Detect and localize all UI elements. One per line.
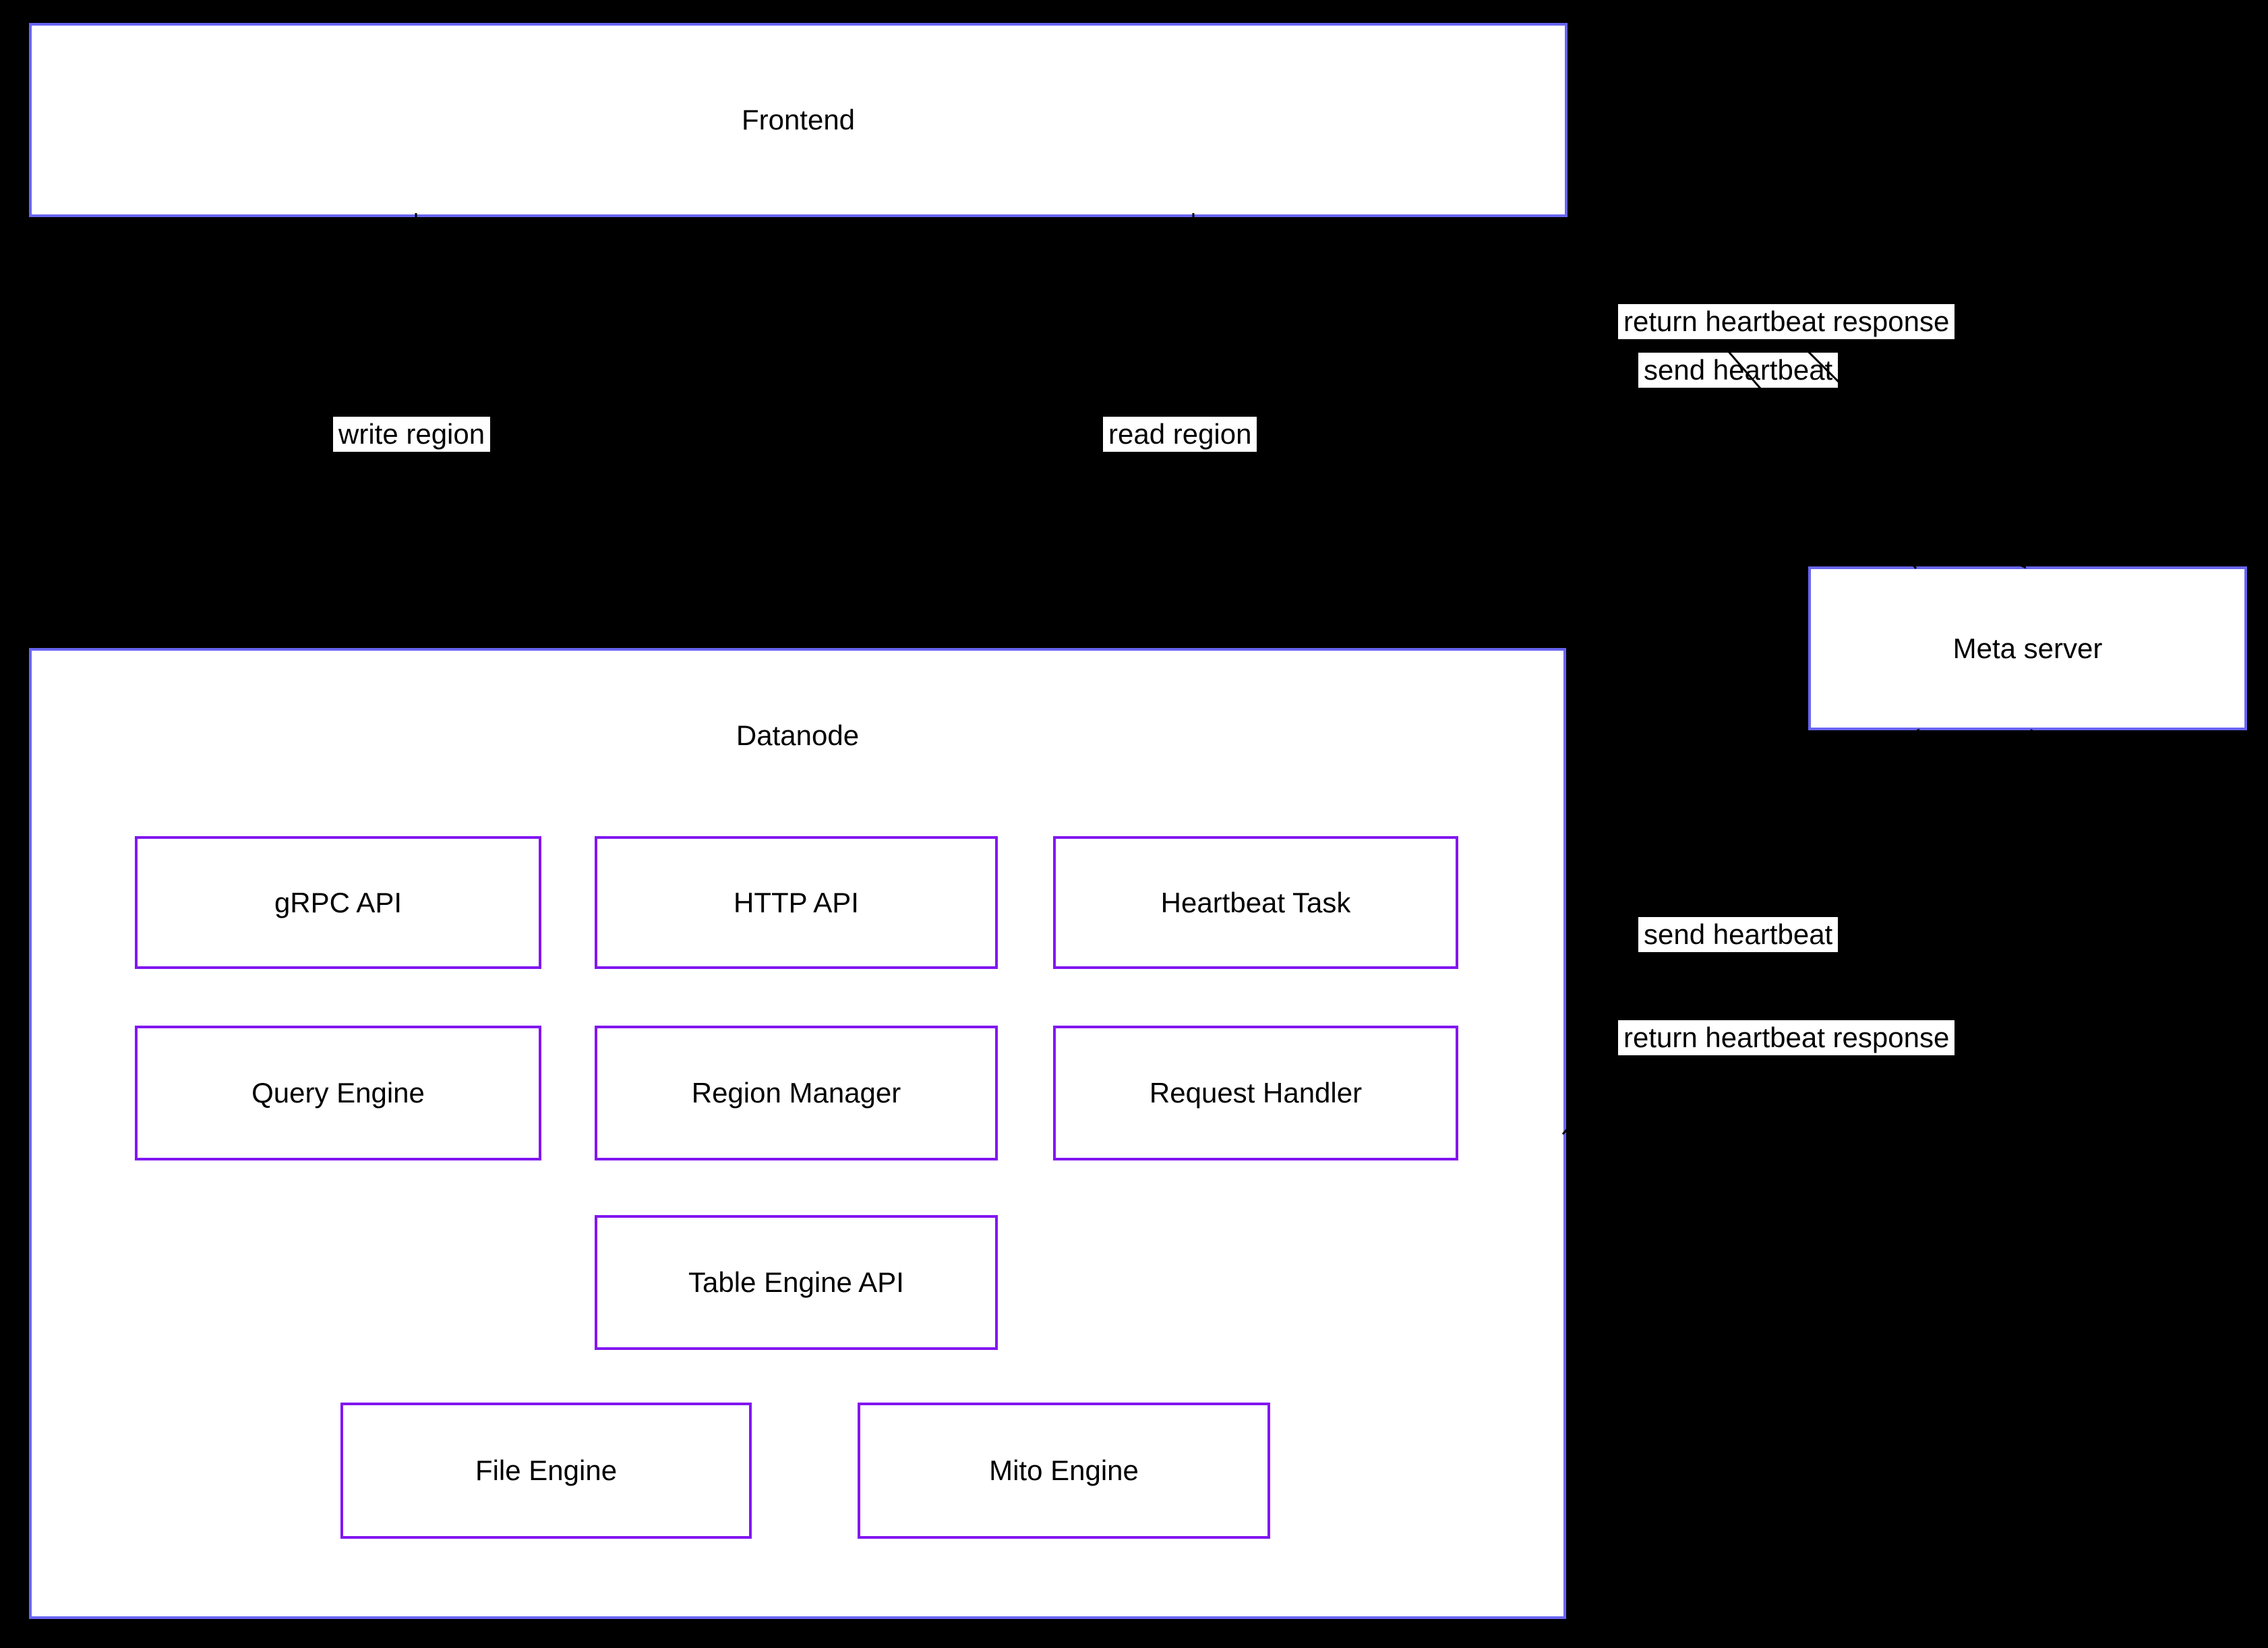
request-handler-box: Request Handler: [1053, 1026, 1458, 1160]
frontend-send-heartbeat-arrow: [1698, 241, 2027, 569]
query-engine-box: Query Engine: [135, 1026, 541, 1160]
heartbeat-task-label: Heartbeat Task: [1160, 886, 1351, 918]
http-api-label: HTTP API: [734, 886, 859, 918]
frontend-box: Frontend: [29, 23, 1568, 217]
query-engine-label: Query Engine: [251, 1077, 425, 1109]
meta-server-box: Meta server: [1808, 566, 2247, 730]
datanode-label: Datanode: [736, 719, 860, 751]
http-api-box: HTTP API: [595, 836, 998, 969]
read-region-edge-label: read region: [1103, 417, 1257, 452]
meta-server-label: Meta server: [1952, 632, 2103, 664]
region-manager-box: Region Manager: [595, 1026, 998, 1160]
write-region-edge-label: write region: [333, 417, 491, 452]
heartbeat-task-box: Heartbeat Task: [1053, 836, 1458, 969]
file-engine-box: File Engine: [340, 1403, 752, 1539]
frontend-return-heartbeat-edge-label: return heartbeat response: [1618, 304, 1955, 339]
grpc-api-label: gRPC API: [274, 886, 402, 918]
datanode-send-heartbeat-edge-label: send heartbeat: [1638, 917, 1839, 952]
file-engine-label: File Engine: [475, 1454, 618, 1486]
frontend-label: Frontend: [741, 104, 856, 136]
grpc-api-box: gRPC API: [135, 836, 541, 969]
mito-engine-label: Mito Engine: [989, 1454, 1139, 1486]
table-engine-api-box: Table Engine API: [595, 1215, 998, 1350]
region-manager-label: Region Manager: [691, 1077, 901, 1109]
request-handler-label: Request Handler: [1149, 1077, 1363, 1109]
datanode-return-heartbeat-edge-label: return heartbeat response: [1618, 1020, 1955, 1055]
frontend-send-heartbeat-edge-label: send heartbeat: [1638, 353, 1839, 388]
mito-engine-box: Mito Engine: [858, 1403, 1270, 1539]
table-engine-api-label: Table Engine API: [688, 1266, 904, 1298]
